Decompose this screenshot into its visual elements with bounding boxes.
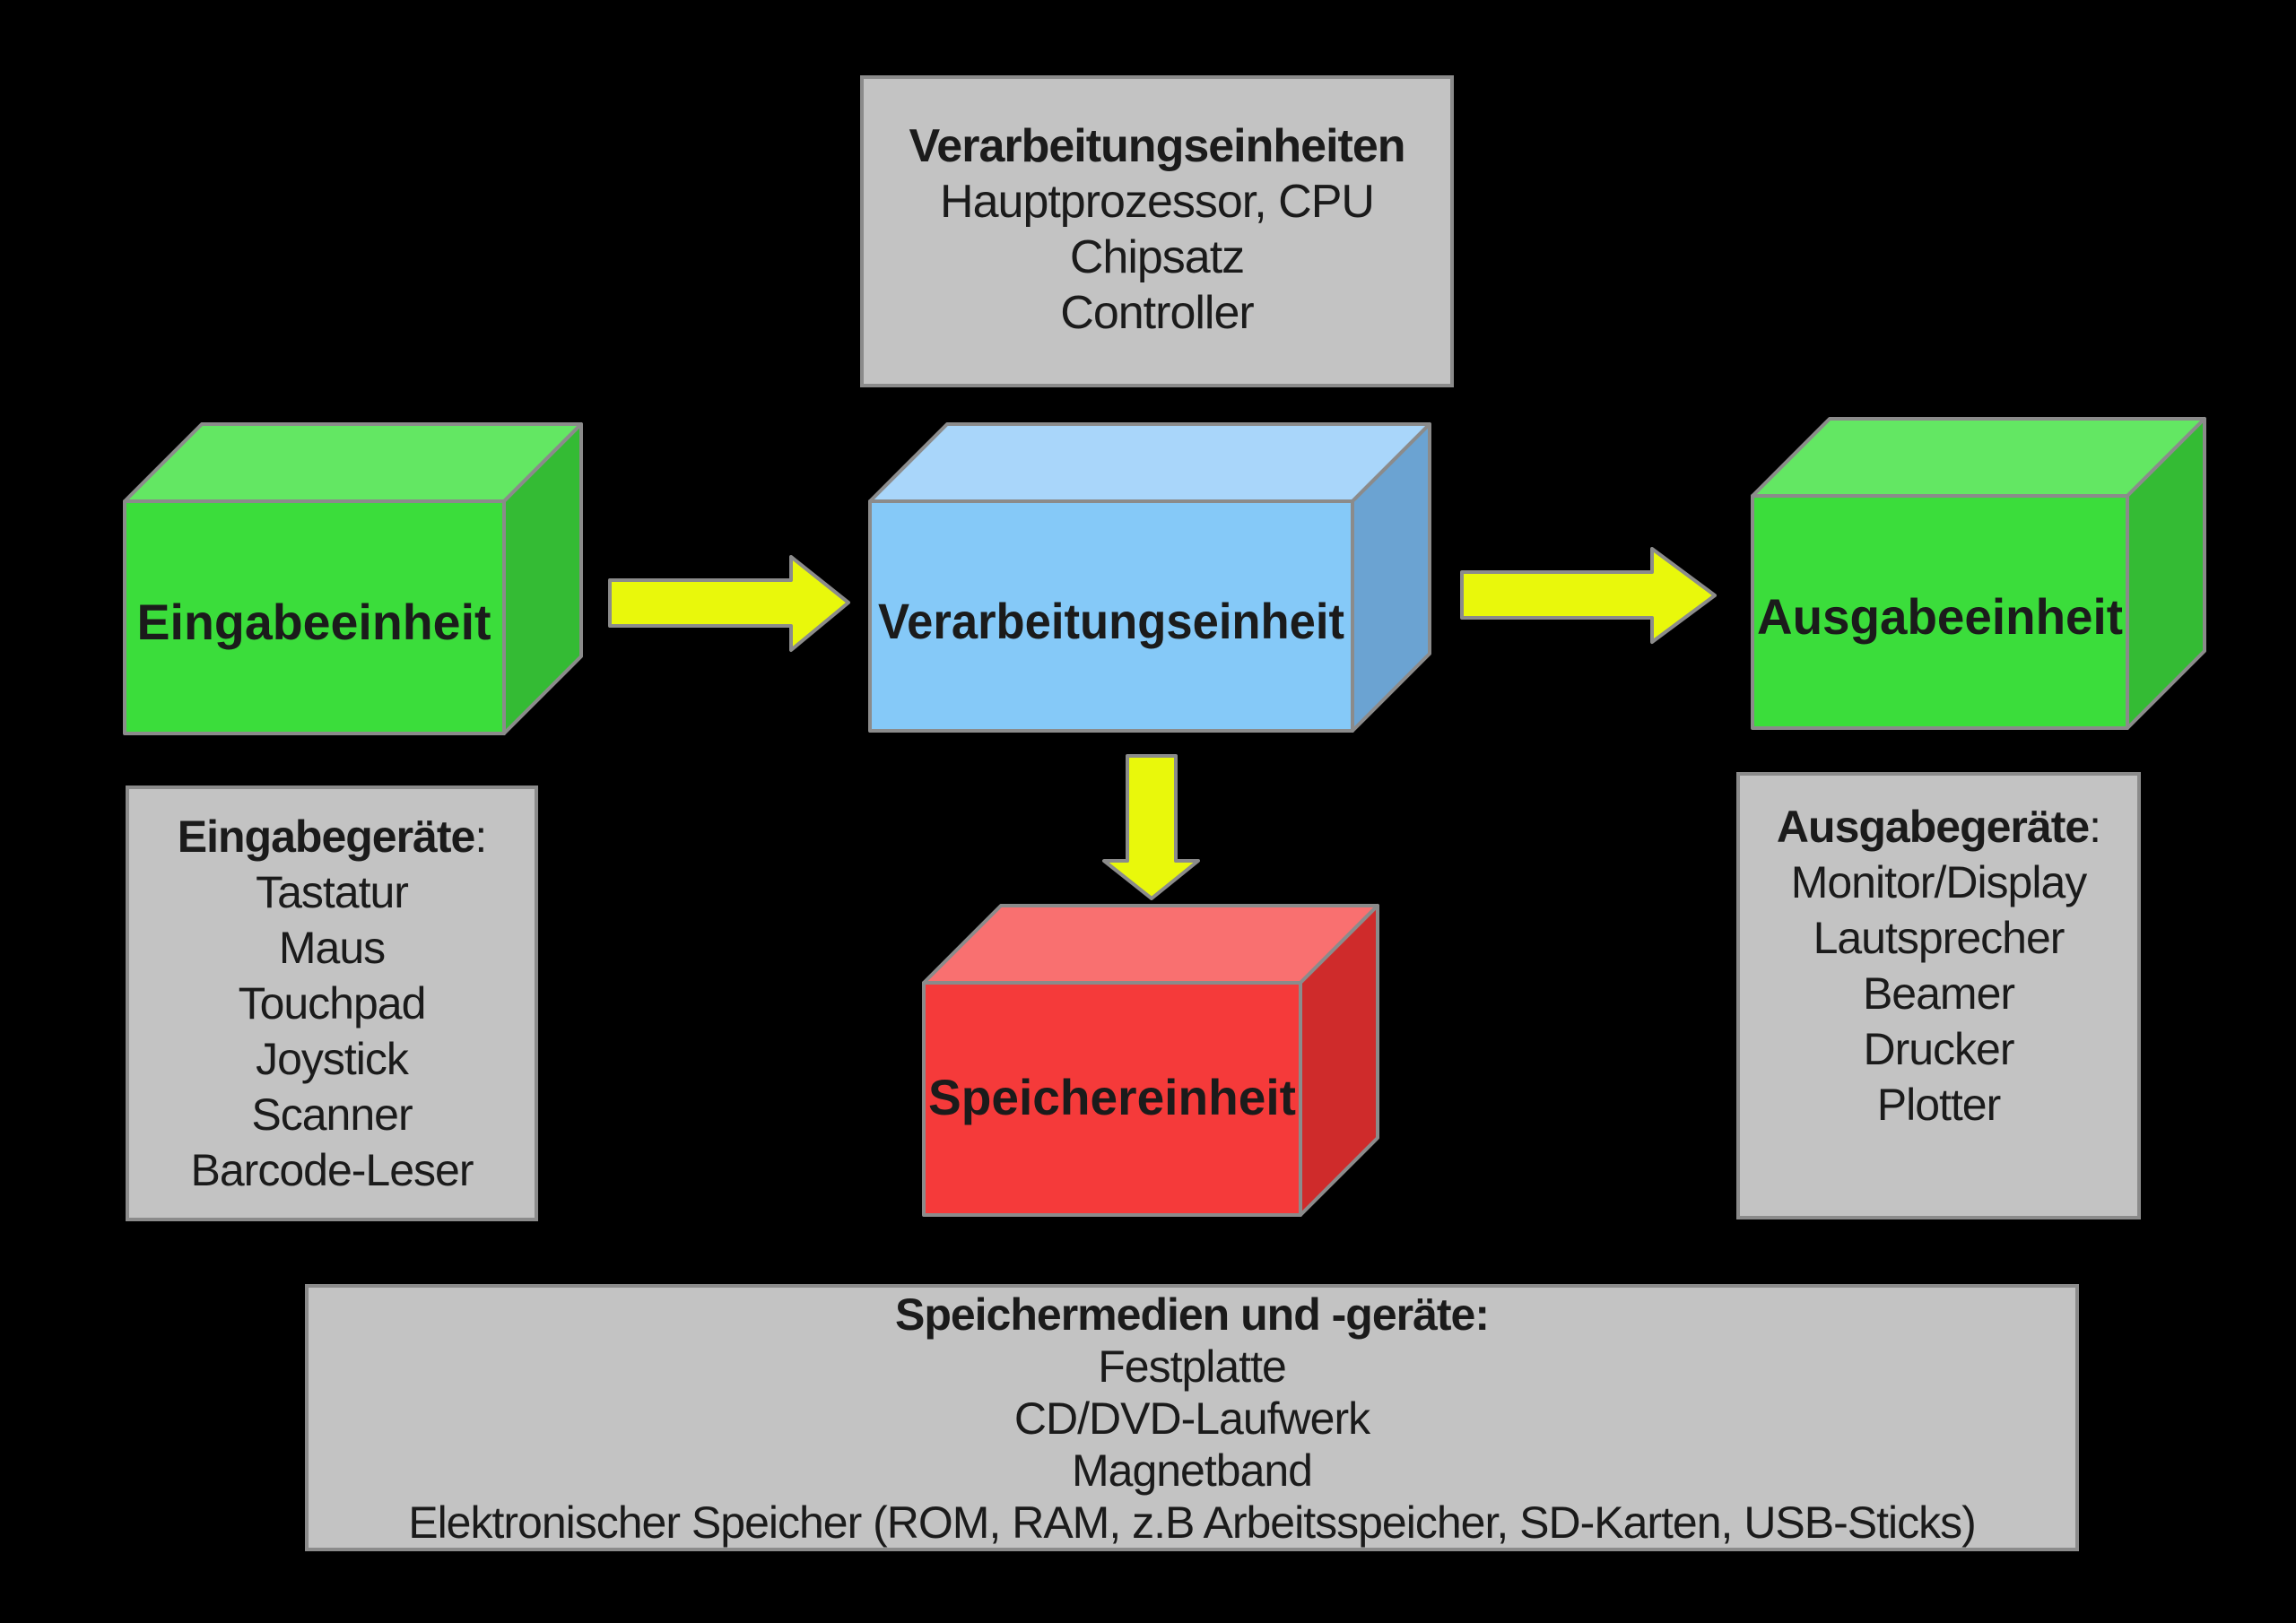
list-item: Plotter bbox=[1876, 1080, 2002, 1130]
input-unit-label: Eingabeeinheit bbox=[137, 594, 491, 650]
panel-output-devices-heading: Ausgabegeräte: bbox=[1740, 799, 2137, 855]
processing-unit-box-front bbox=[868, 499, 1354, 733]
processing-unit-label: Verarbeitungseinheit bbox=[878, 593, 1344, 649]
list-item: Touchpad bbox=[238, 978, 427, 1028]
list-item: Scanner bbox=[251, 1089, 413, 1140]
heading-colon: : bbox=[2089, 802, 2101, 852]
input-unit-box bbox=[123, 422, 583, 735]
list-item: Maus bbox=[278, 923, 386, 973]
arrow-input-to-processing-icon bbox=[608, 555, 850, 652]
list-item: Controller bbox=[1060, 287, 1254, 339]
list-item: Hauptprozessor, CPU bbox=[940, 176, 1375, 228]
storage-unit-box-front bbox=[922, 981, 1302, 1217]
list-item: Beamer bbox=[1862, 968, 2015, 1019]
processing-unit-box-top bbox=[868, 422, 1431, 503]
arrow-processing-to-storage-icon bbox=[1102, 754, 1200, 900]
list-item: Tastatur bbox=[256, 867, 409, 917]
list-item: Joystick bbox=[256, 1034, 409, 1084]
list-item: Chipsatz bbox=[1069, 231, 1245, 283]
storage-unit-box bbox=[922, 904, 1379, 1217]
panel-input-devices-heading: Eingabegeräte: bbox=[129, 809, 535, 864]
heading-colon: : bbox=[474, 812, 487, 862]
panel-storage-media-heading: Speichermedien und -geräte: bbox=[894, 1289, 1490, 1340]
processing-unit-box bbox=[868, 422, 1431, 733]
arrow-processing-to-output-icon bbox=[1460, 547, 1717, 644]
list-item: Festplatte bbox=[1098, 1341, 1287, 1392]
panel-processing-info-heading: Verarbeitungseinheiten bbox=[909, 120, 1405, 172]
list-item: CD/DVD-Laufwerk bbox=[1013, 1393, 1370, 1444]
panel-processing-info: Verarbeitungseinheiten Hauptprozessor, C… bbox=[860, 75, 1454, 387]
heading-text: Eingabegeräte bbox=[177, 812, 476, 862]
list-item: Magnetband bbox=[1071, 1445, 1313, 1496]
output-unit-label: Ausgabeeinheit bbox=[1757, 588, 2123, 645]
list-item: Monitor/Display bbox=[1790, 857, 2088, 907]
output-unit-box bbox=[1751, 417, 2206, 730]
list-item: Lautsprecher bbox=[1813, 913, 2066, 963]
panel-output-devices: Ausgabegeräte: Monitor/Display Lautsprec… bbox=[1736, 772, 2141, 1219]
heading-text: Ausgabegeräte bbox=[1776, 802, 2090, 852]
storage-unit-label: Speichereinheit bbox=[928, 1069, 1296, 1125]
input-unit-box-top bbox=[123, 422, 583, 503]
input-unit-box-front bbox=[123, 499, 506, 735]
output-unit-box-front bbox=[1751, 494, 2129, 730]
panel-storage-media: Speichermedien und -geräte: Festplatte C… bbox=[305, 1284, 2079, 1551]
list-item: Barcode-Leser bbox=[190, 1145, 474, 1195]
list-item: Elektronischer Speicher (ROM, RAM, z.B A… bbox=[408, 1497, 1977, 1548]
list-item: Drucker bbox=[1863, 1024, 2014, 1074]
panel-input-devices: Eingabegeräte: Tastatur Maus Touchpad Jo… bbox=[126, 785, 538, 1221]
